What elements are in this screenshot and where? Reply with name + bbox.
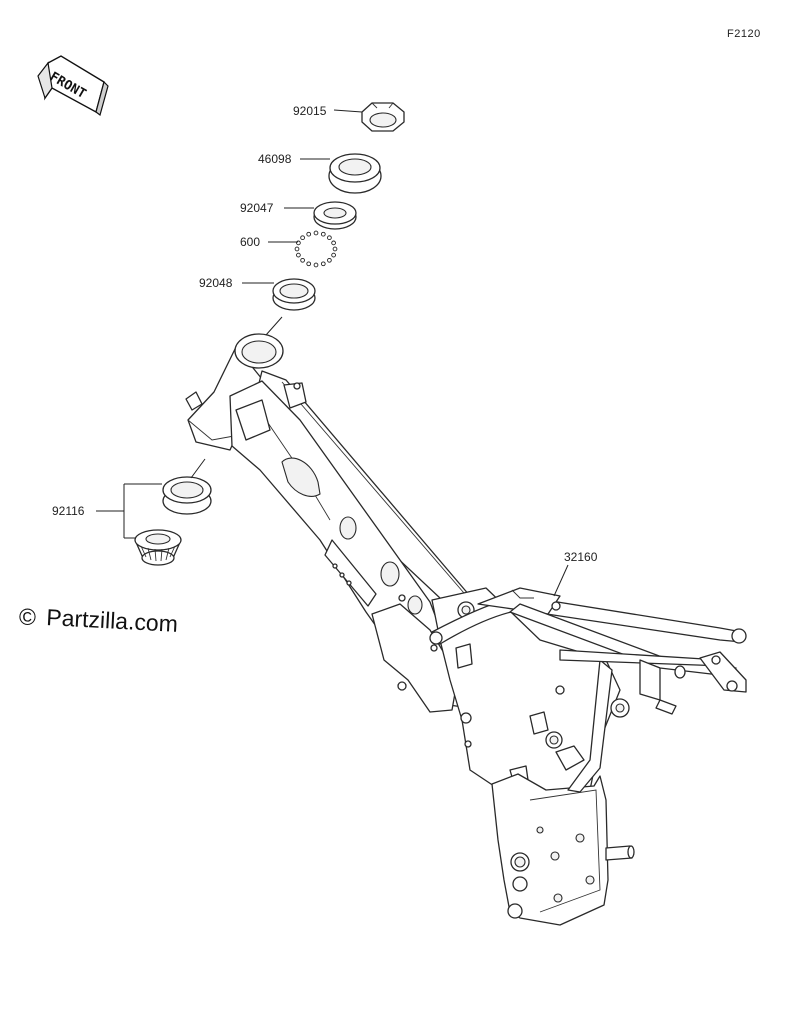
steel-ball <box>306 261 312 267</box>
steel-ball <box>331 240 336 246</box>
steel-ball <box>332 246 338 252</box>
watermark-symbol: © <box>19 604 36 630</box>
steel-ball <box>320 231 326 237</box>
label-46098[interactable]: 46098 <box>258 152 292 166</box>
leader-head-upper <box>265 316 283 336</box>
label-92015[interactable]: 92015 <box>293 104 327 118</box>
label-32160[interactable]: 32160 <box>564 550 598 564</box>
steel-ball <box>327 257 332 263</box>
steel-ball <box>320 261 326 267</box>
steel-ball <box>300 257 305 263</box>
steel-ball <box>313 262 319 268</box>
label-92047[interactable]: 92047 <box>240 201 274 215</box>
tapered-bearing-92116[interactable] <box>134 529 182 566</box>
dust-seal-46098[interactable] <box>328 153 382 194</box>
frame-32160[interactable] <box>185 333 747 926</box>
race-92047[interactable] <box>313 201 357 230</box>
locknut-92015[interactable] <box>361 102 405 132</box>
race-92048[interactable] <box>272 278 316 311</box>
figure-code: F2120 <box>727 28 761 40</box>
steel-ball <box>327 235 332 241</box>
steel-balls-600[interactable] <box>294 230 338 268</box>
steel-ball <box>331 252 336 258</box>
steel-ball <box>300 235 305 241</box>
steel-ball <box>313 230 319 236</box>
label-92048[interactable]: 92048 <box>199 276 233 290</box>
leader-32160 <box>553 564 569 597</box>
watermark: © Partzilla.com <box>19 604 179 637</box>
steel-ball <box>296 252 301 258</box>
leader-92015 <box>333 109 363 113</box>
leader-head-lower <box>190 458 206 479</box>
leader-92116 <box>96 483 162 539</box>
watermark-text: Partzilla.com <box>46 604 179 637</box>
label-92116[interactable]: 92116 <box>52 504 85 518</box>
steel-ball <box>294 246 300 252</box>
label-600[interactable]: 600 <box>240 235 260 249</box>
race-92116[interactable] <box>162 476 212 515</box>
steel-ball <box>306 231 312 237</box>
front-arrow-icon: FRONT <box>37 55 109 117</box>
